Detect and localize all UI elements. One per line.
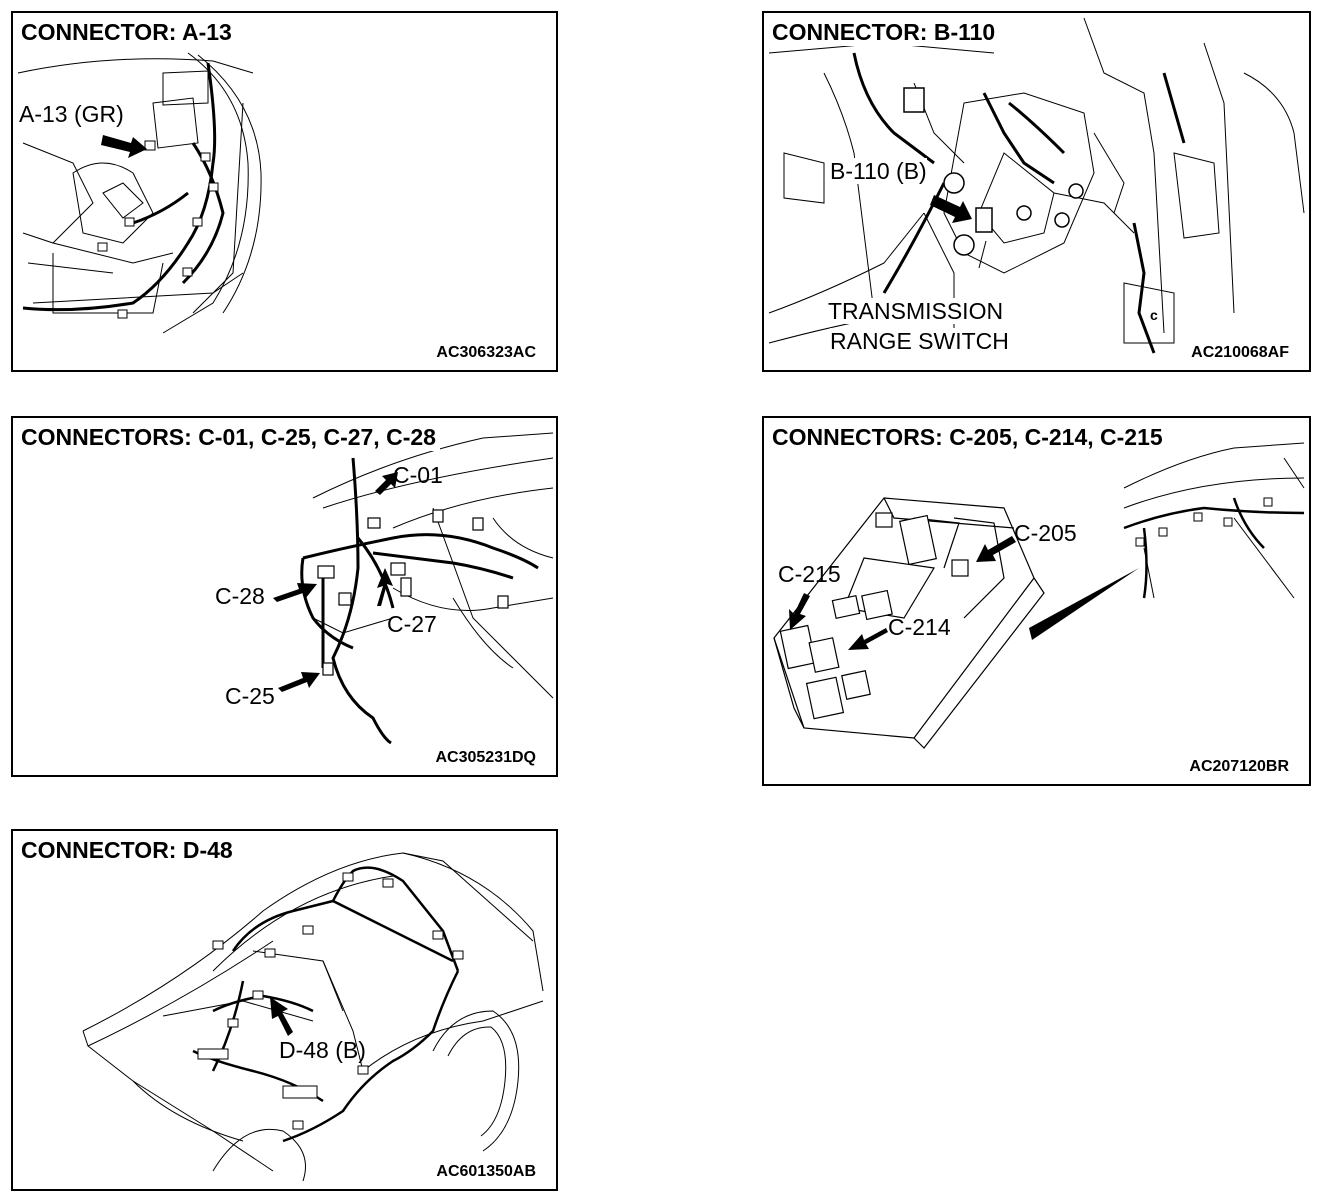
arrow-c01	[375, 472, 398, 495]
panel-connector-a13: CONNECTOR: A-13 A-13 (GR) AC306323AC	[11, 11, 558, 372]
panel-connector-b110: CONNECTOR: B-110 B-110 (B) TRANSMISSION …	[762, 11, 1311, 372]
callout-transmission: TRANSMISSION	[828, 298, 1004, 324]
figure-code: AC207120BR	[1189, 758, 1289, 775]
dash-harness-illustration	[273, 432, 554, 745]
callout-d48: D-48 (B)	[279, 1037, 366, 1063]
transmission-illustration	[768, 17, 1305, 354]
callout-c27: C-27	[387, 611, 437, 637]
junction-block-illustration	[773, 442, 1305, 749]
figure-code: AC210068AF	[1191, 344, 1289, 361]
arrow-c205	[976, 536, 1016, 562]
arrow-b110	[930, 195, 972, 223]
figure-code: AC306323AC	[436, 344, 536, 361]
vehicle-harness-illustration	[82, 852, 544, 1182]
engine-bay-illustration	[17, 52, 262, 334]
callout-a13: A-13 (GR)	[19, 101, 124, 127]
callout-c25: C-25	[225, 683, 275, 709]
callout-c28: C-28	[215, 583, 265, 609]
arrow-d48	[270, 997, 293, 1036]
panel-title: CONNECTORS: C-205, C-214, C-215	[772, 424, 1167, 451]
arrow-a13	[101, 135, 147, 158]
arrow-c214	[848, 628, 888, 650]
arrow-c27	[377, 568, 393, 606]
panel-title: CONNECTOR: B-110	[772, 19, 1000, 46]
callout-range-switch: RANGE SWITCH	[830, 328, 1009, 354]
arrow-c28	[273, 583, 317, 602]
figure-code: AC305231DQ	[435, 749, 537, 766]
callout-c215: C-215	[778, 561, 841, 587]
figure-code: AC601350AB	[436, 1163, 536, 1180]
panel-connectors-c01-c25-c27-c28: CONNECTORS: C-01, C-25, C-27, C-28 C-01 …	[11, 416, 558, 777]
callout-wedge	[1029, 568, 1139, 640]
panel-connectors-c205-c214-c215: CONNECTORS: C-205, C-214, C-215 C-205 C-…	[762, 416, 1311, 786]
callout-c01: C-01	[393, 462, 443, 488]
arrow-c215	[789, 593, 810, 630]
arrow-c25	[278, 672, 320, 692]
callout-c214: C-214	[888, 614, 951, 640]
callout-b110: B-110 (B)	[830, 158, 927, 184]
panel-connector-d48: CONNECTOR: D-48 D-48 (B) AC601350AB	[11, 829, 558, 1191]
panel-title: CONNECTORS: C-01, C-25, C-27, C-28	[21, 424, 440, 451]
panel-title: CONNECTOR: D-48	[21, 837, 237, 864]
panel-title: CONNECTOR: A-13	[21, 19, 236, 46]
component-letter: c	[1150, 307, 1158, 323]
callout-c205: C-205	[1014, 520, 1077, 546]
